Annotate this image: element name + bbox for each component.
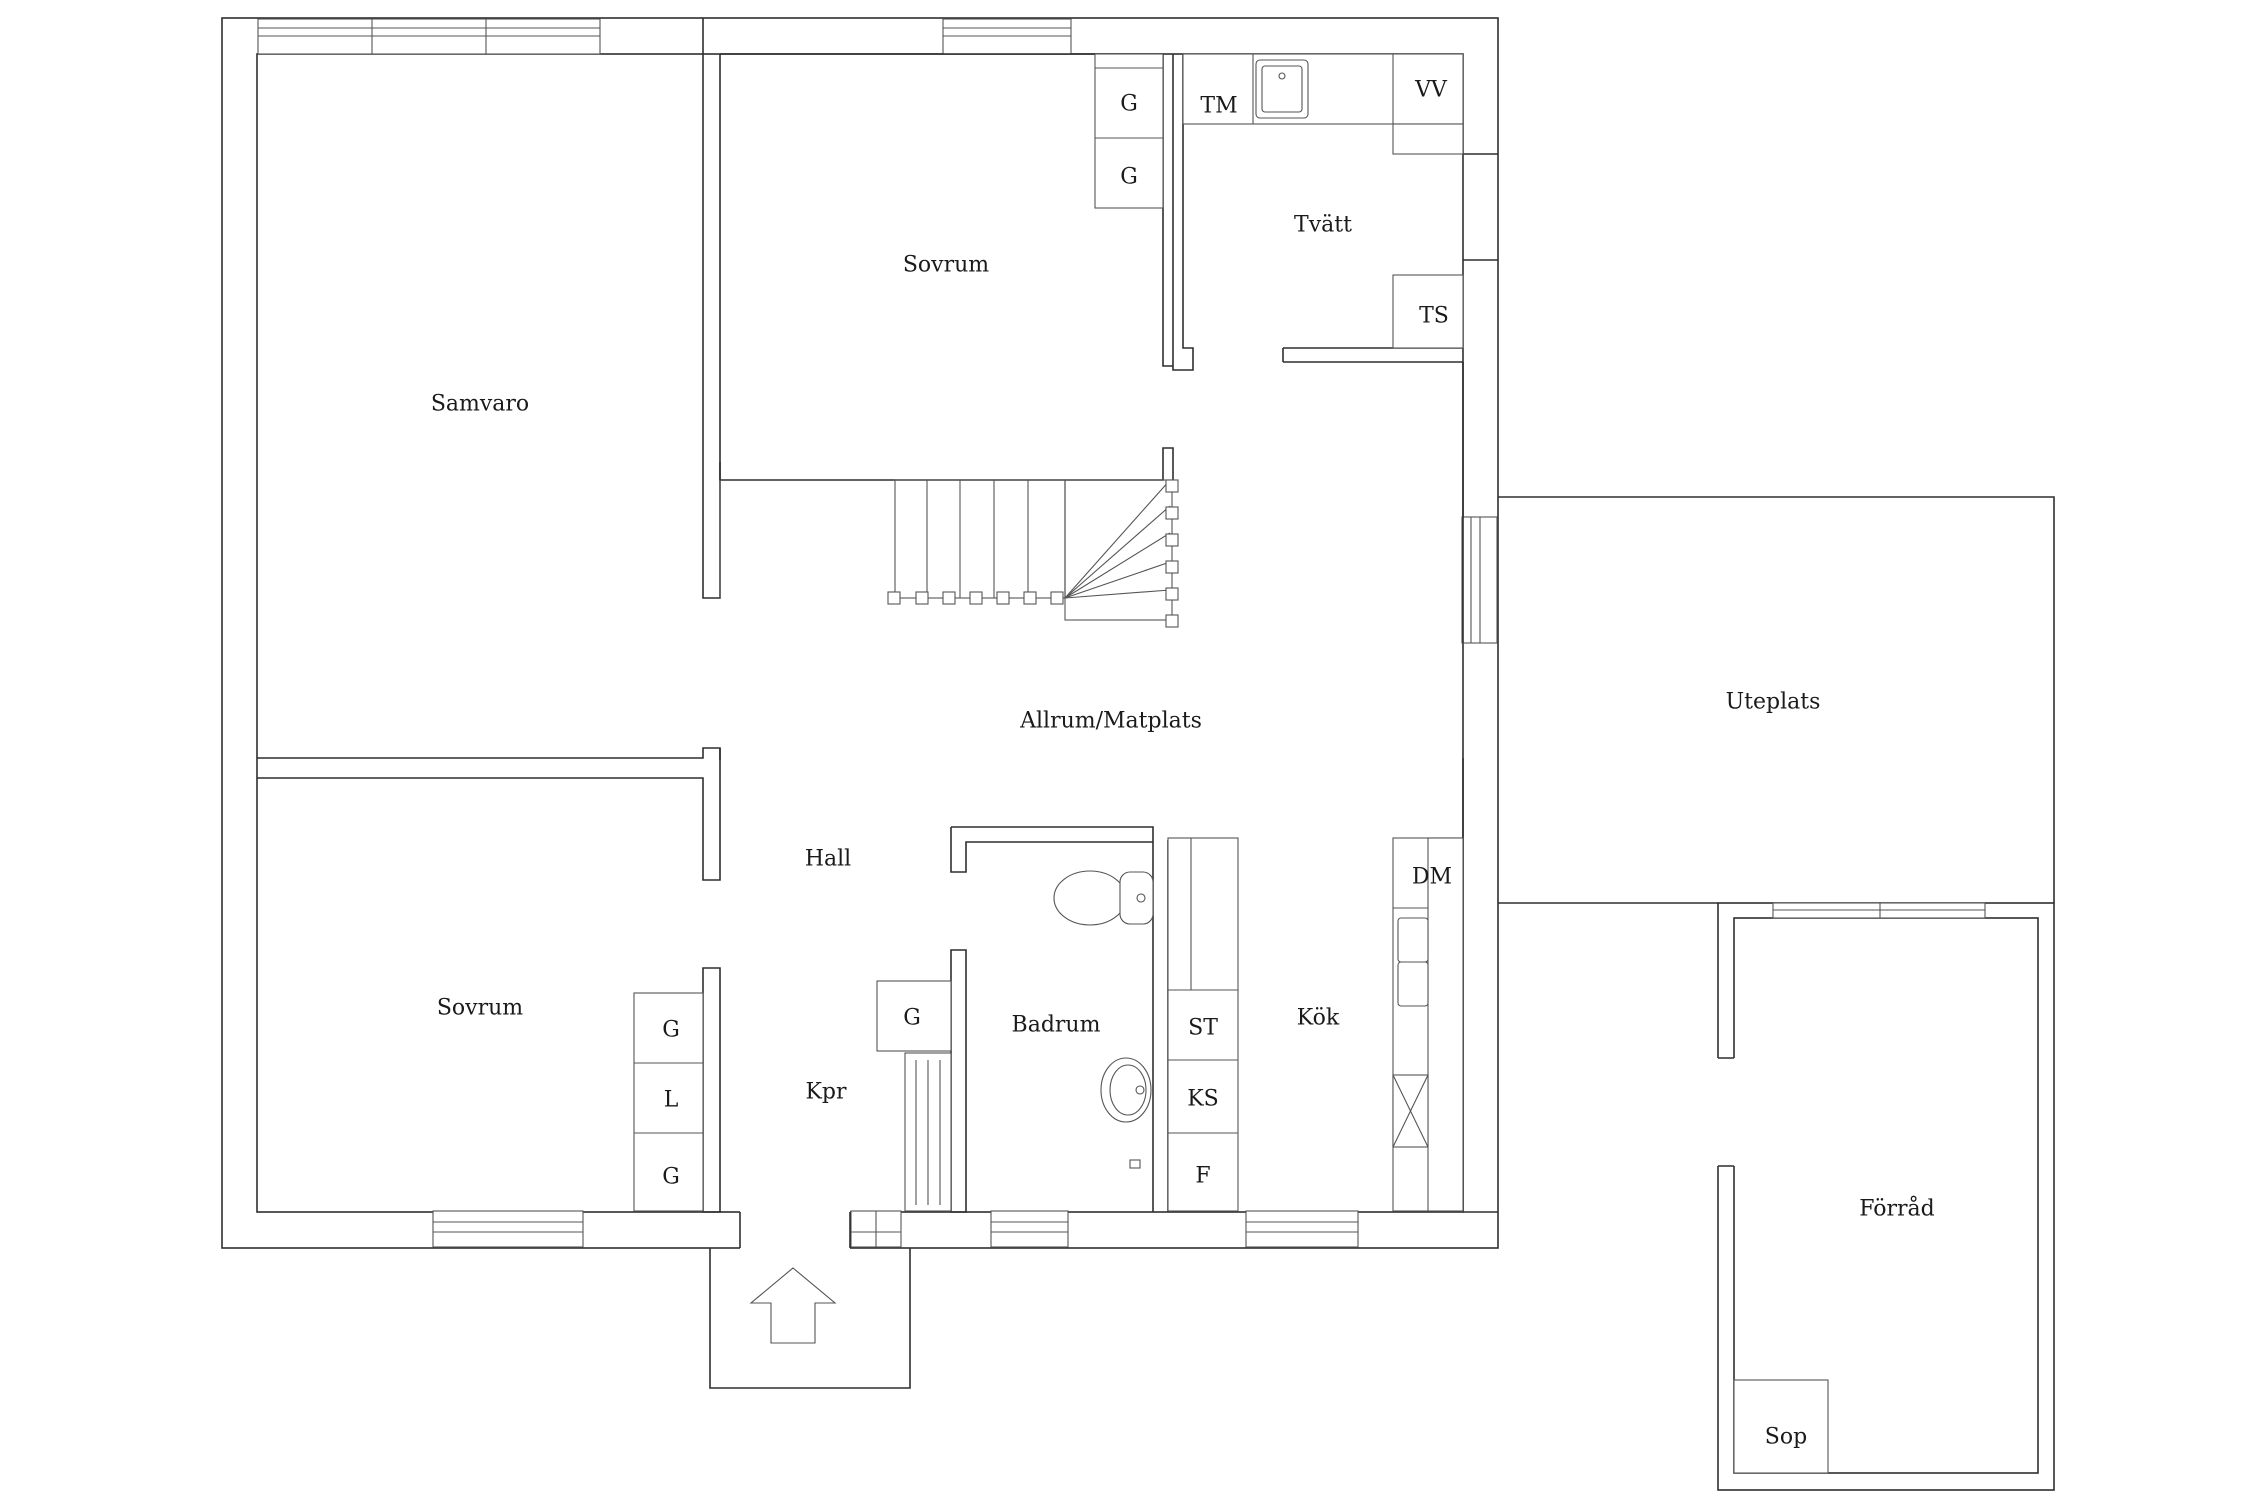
upper-bedroom-wardrobes (1094, 53, 1164, 209)
uteplats-area (1498, 496, 2055, 904)
fixture-labels: G G TM VV TS DM G L G G ST KS F (662, 78, 1452, 1190)
dishwasher-label: DM (1412, 865, 1452, 890)
room-label-hall: Hall (805, 847, 851, 872)
forrad-building (1716, 902, 2055, 1491)
room-label-kpr: Kpr (805, 1080, 847, 1105)
interior-walls (257, 18, 1498, 1213)
room-labels: Samvaro Sovrum Tvätt Allrum/Matplats Ute… (431, 213, 1935, 1450)
wardrobe-label: G (662, 1018, 680, 1043)
stove-icon (1392, 1074, 1429, 1148)
kpr-fixtures (876, 980, 952, 1212)
fridge-freezer-label: KS (1187, 1087, 1219, 1112)
room-label-uteplats: Uteplats (1726, 690, 1821, 715)
room-label-badrum: Badrum (1012, 1013, 1101, 1038)
room-label-allrum: Allrum/Matplats (1019, 709, 1202, 734)
exterior-walls (221, 17, 1499, 1249)
laundry-sink-icon (1255, 59, 1309, 119)
lower-bedroom-wardrobes (633, 992, 704, 1212)
entrance-step (709, 1248, 911, 1389)
room-label-sop: Sop (1765, 1425, 1807, 1450)
forrad-door-opening (1716, 1058, 1736, 1166)
toilet-icon (1053, 870, 1154, 926)
sink-icon (1100, 1057, 1152, 1169)
room-label-forrad: Förråd (1859, 1195, 1935, 1222)
windows (257, 18, 1498, 1248)
room-label-sovrum-upper: Sovrum (903, 253, 989, 278)
linen-label: L (664, 1088, 679, 1113)
kitchen-fixtures (1167, 837, 1464, 1212)
tumbler-label: TM (1200, 94, 1237, 119)
room-label-tvatt: Tvätt (1294, 213, 1352, 238)
water-heater-label: VV (1414, 78, 1448, 103)
staircase-icon (719, 479, 1179, 628)
storage-cabinet-label: ST (1188, 1016, 1218, 1041)
room-label-samvaro: Samvaro (431, 392, 529, 417)
wardrobe-label: G (1120, 165, 1138, 190)
wardrobe-label: G (903, 1006, 921, 1031)
laundry-fixtures (1182, 53, 1464, 349)
wardrobe-label: G (662, 1165, 680, 1190)
wardrobe-label: G (1120, 92, 1138, 117)
room-label-kok: Kök (1297, 1006, 1340, 1031)
room-label-sovrum-lower: Sovrum (437, 996, 523, 1021)
entrance-arrow-icon (749, 1267, 837, 1344)
freezer-label: F (1195, 1164, 1210, 1189)
front-door-opening (740, 1208, 850, 1250)
kitchen-sink-icon (1397, 917, 1429, 1007)
drying-cabinet-label: TS (1419, 304, 1449, 329)
